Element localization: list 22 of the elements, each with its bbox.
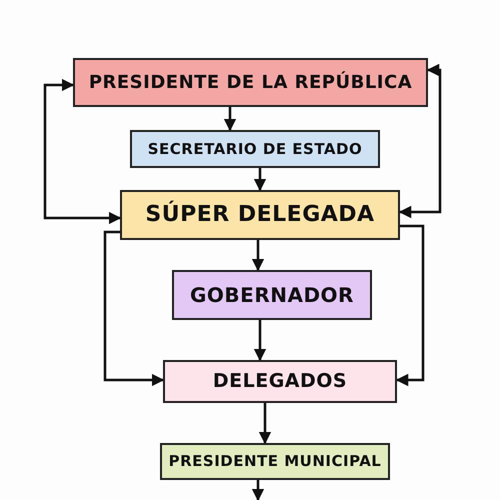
arrow — [104, 230, 164, 386]
arrow — [396, 224, 424, 386]
role-title: DELEGADOS — [212, 371, 348, 392]
role-box — [172, 270, 372, 320]
role-box — [73, 58, 428, 107]
role-title: PRESIDENTE MUNICIPAL — [168, 453, 382, 470]
role-title: SÚPER DELEGADA — [145, 202, 375, 228]
role-box — [130, 130, 380, 168]
arrow — [254, 168, 266, 192]
role-box — [120, 190, 400, 240]
arrow — [258, 403, 272, 444]
role-title: PRESIDENTE DE LA REPÚBLICA — [88, 72, 412, 92]
role-title: GOBERNADOR — [190, 284, 354, 306]
arrow — [398, 64, 442, 218]
arrow — [254, 320, 266, 362]
role-title: SECRETARIO DE ESTADO — [148, 140, 362, 158]
role-box — [163, 360, 397, 403]
arrow — [224, 107, 236, 132]
arrow — [252, 240, 264, 272]
role-box — [160, 443, 390, 480]
arrow — [252, 480, 264, 500]
arrow — [44, 78, 122, 224]
